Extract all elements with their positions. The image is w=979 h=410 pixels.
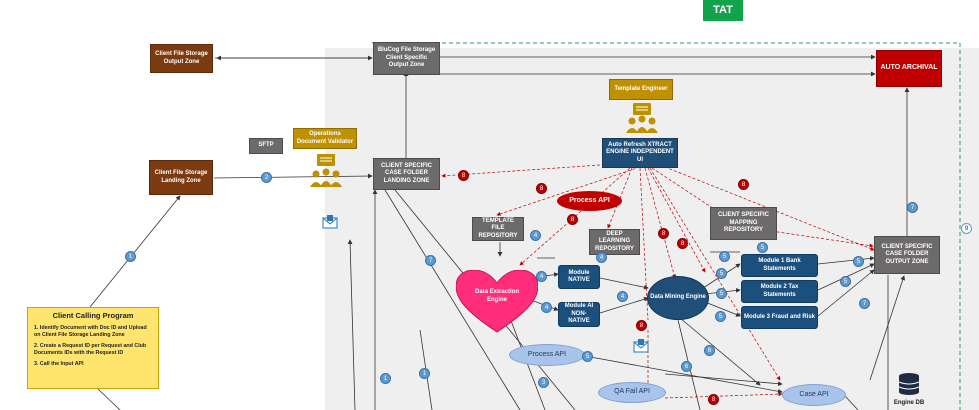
operations-document-validator[interactable]: Operations Document Validator [293, 128, 357, 149]
module-native[interactable]: Module NATIVE [558, 265, 600, 289]
module-ai-non-native[interactable]: Module AI NON-NATIVE [558, 302, 600, 327]
tat-boundary [372, 42, 961, 410]
step-badge: 6 [704, 345, 715, 356]
tat-label: TAT [703, 0, 743, 21]
module-1-bank-statements[interactable]: Module 1 Bank Statements [741, 254, 818, 277]
step-badge: 7 [859, 298, 870, 309]
step-badge: 5 [715, 311, 726, 322]
database-icon [898, 373, 920, 395]
step-badge: 1 [380, 373, 391, 384]
qa-fail-api[interactable]: QA Fail API [598, 382, 666, 403]
step-badge: 5 [757, 242, 768, 253]
client-calling-program-note: Client Calling Program 1. Identify Docum… [27, 307, 159, 389]
module-2-tax-statements[interactable]: Module 2 Tax Statements [741, 280, 818, 303]
step-badge: 5 [716, 288, 727, 299]
mapping-repository[interactable]: CLIENT SPECIFIC MAPPING REPOSITORY [710, 207, 777, 240]
step-badge: 4 [541, 302, 552, 313]
template-file-repository[interactable]: TEMPLATE FILE REPOSITORY [472, 217, 524, 241]
process-api-top[interactable]: Process API [557, 191, 622, 211]
module-3-fraud-and-risk[interactable]: Module 3 Fraud and Risk [741, 306, 818, 329]
mail-icon [322, 215, 338, 229]
step-badge: 8 [658, 228, 669, 239]
step-badge: 8 [708, 394, 719, 405]
step-badge: 1 [419, 368, 430, 379]
client-file-storage-landing-zone[interactable]: Client File Storage Landing Zone [149, 160, 213, 195]
step-badge: 8 [636, 320, 647, 331]
deep-learning-repository[interactable]: DEEP LEARNING REPOSITORY [589, 229, 640, 255]
step-badge: 4 [530, 230, 541, 241]
ops-validator-people-icon [310, 154, 342, 187]
auto-archival[interactable]: AUTO ARCHIVAL [876, 50, 942, 87]
data-extraction-engine-label: Data Extraction Engine [474, 289, 519, 303]
workflow-panel [325, 48, 979, 410]
step-badge: 8 [458, 170, 469, 181]
auto-refresh-xtract-ui[interactable]: Auto Refresh XTRACT ENGINE INDEPENDENT U… [602, 138, 678, 168]
process-api-bottom[interactable]: Process API [509, 344, 585, 366]
step-badge: 8 [567, 214, 578, 225]
case-folder-output-zone[interactable]: CLIENT SPECIFIC CASE FOLDER OUTPUT ZONE [874, 236, 940, 274]
step-badge: 8 [677, 238, 688, 249]
step-badge: 4 [617, 291, 628, 302]
step-badge: 8 [536, 183, 547, 194]
step-badge: 1 [125, 251, 136, 262]
step-badge: 2 [261, 172, 272, 183]
step-badge: 5 [840, 276, 851, 287]
step-badge: 8 [738, 179, 749, 190]
step-badge: 7 [425, 255, 436, 266]
step-badge: 4 [536, 271, 547, 282]
step-badge: 7 [907, 202, 918, 213]
sftp[interactable]: SFTP [249, 138, 283, 154]
blucog-output-zone[interactable]: BluCog File Storage Client Specific Outp… [373, 42, 440, 75]
template-engineer-people-icon [626, 103, 658, 133]
note-step: 3. Call the Input API [34, 360, 84, 367]
step-badge: 5 [719, 251, 730, 262]
case-folder-landing-zone[interactable]: CLIENT SPECIFIC CASE FOLDER LANDING ZONE [373, 158, 440, 190]
step-badge: 5 [853, 256, 864, 267]
client-file-storage-output-zone[interactable]: Client File Storage Output Zone [150, 44, 213, 73]
note-title: Client Calling Program [52, 311, 134, 320]
mail-icon-qa [633, 339, 649, 353]
case-api[interactable]: Case API [782, 384, 846, 406]
template-engineer[interactable]: Template Engineer [609, 79, 673, 100]
step-badge: 3 [538, 377, 549, 388]
step-badge: 9 [961, 223, 972, 234]
note-step: 1. Identify Document with Doc ID and Upl… [34, 325, 147, 338]
step-badge: 4 [596, 252, 607, 263]
data-mining-engine[interactable]: Data Mining Engine [647, 276, 709, 320]
step-badge: 6 [681, 361, 692, 372]
engine-db-label: Engine DB [893, 400, 925, 406]
step-badge: 5 [582, 351, 593, 362]
note-step: 2. Create a Request ID per Request and C… [34, 342, 147, 356]
step-badge: 5 [716, 268, 727, 279]
